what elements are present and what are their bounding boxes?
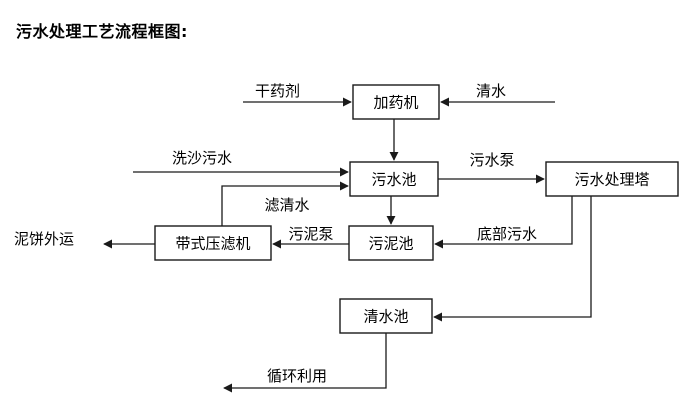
terminal-label-clean-water-input: 清水 xyxy=(476,82,506,100)
node-sludge-pool-box[interactable] xyxy=(348,225,434,261)
node-belt-filter-press-box[interactable] xyxy=(154,225,272,261)
node-wastewater-pool[interactable]: 污水池 xyxy=(349,161,439,197)
node-clean-water-pool-box[interactable] xyxy=(339,298,433,334)
edge-label-recycle: 循环利用 xyxy=(267,367,327,385)
edge-label-bottom-water: 底部污水 xyxy=(477,225,537,243)
edge-label-wastewater-pump: 污水泵 xyxy=(469,151,514,169)
node-belt-filter-press-label: 带式压滤机 xyxy=(175,235,250,253)
edge-clean-water-pool-to-reuse xyxy=(223,333,387,393)
node-treatment-tower-box[interactable] xyxy=(545,161,679,197)
node-sludge-pool[interactable]: 污泥池 xyxy=(348,225,434,261)
node-wastewater-pool-label: 污水池 xyxy=(371,171,416,189)
node-belt-filter-press[interactable]: 带式压滤机 xyxy=(154,225,272,261)
node-dosing-machine-box[interactable] xyxy=(352,84,440,120)
node-clean-water-pool[interactable]: 清水池 xyxy=(339,298,433,334)
edge-tower-to-clean-water-pool xyxy=(433,196,592,322)
terminal-label-mud-cake-out: 泥饼外运 xyxy=(14,230,74,248)
terminal-label-sand-wash-water: 洗沙污水 xyxy=(172,149,232,167)
node-wastewater-pool-box[interactable] xyxy=(349,161,439,197)
edge-tower-to-sludge-pool xyxy=(434,196,573,249)
page-title: 污水处理工艺流程框图: xyxy=(16,22,188,41)
terminal-label-dry-agent: 干药剂 xyxy=(255,82,300,100)
node-dosing-machine-label: 加药机 xyxy=(373,94,418,112)
node-treatment-tower-label: 污水处理塔 xyxy=(574,171,649,189)
edge-label-sludge-pump: 污泥泵 xyxy=(288,225,333,243)
node-dosing-machine[interactable]: 加药机 xyxy=(352,84,440,120)
node-clean-water-pool-label: 清水池 xyxy=(363,308,408,326)
edge-filtrate-to-wastewater-pool xyxy=(221,181,349,226)
node-treatment-tower[interactable]: 污水处理塔 xyxy=(545,161,679,197)
edge-label-filtrate: 滤清水 xyxy=(264,196,309,214)
node-sludge-pool-label: 污泥池 xyxy=(368,235,413,253)
